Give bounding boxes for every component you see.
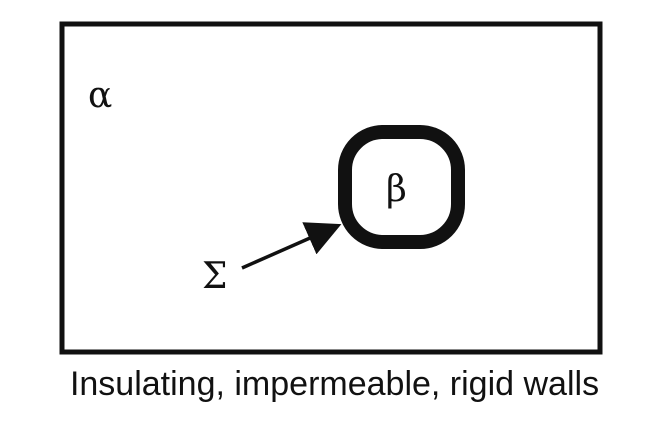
inner-system-boundary — [338, 125, 465, 249]
boundary-arrow — [241, 222, 342, 270]
wall-properties-caption: Insulating, impermeable, rigid walls — [69, 365, 600, 403]
boundary-label: Σ — [202, 256, 227, 297]
outer-system-box — [59, 21, 603, 355]
inner-system-label: β — [386, 169, 407, 210]
outer-system-label: α — [88, 75, 112, 116]
